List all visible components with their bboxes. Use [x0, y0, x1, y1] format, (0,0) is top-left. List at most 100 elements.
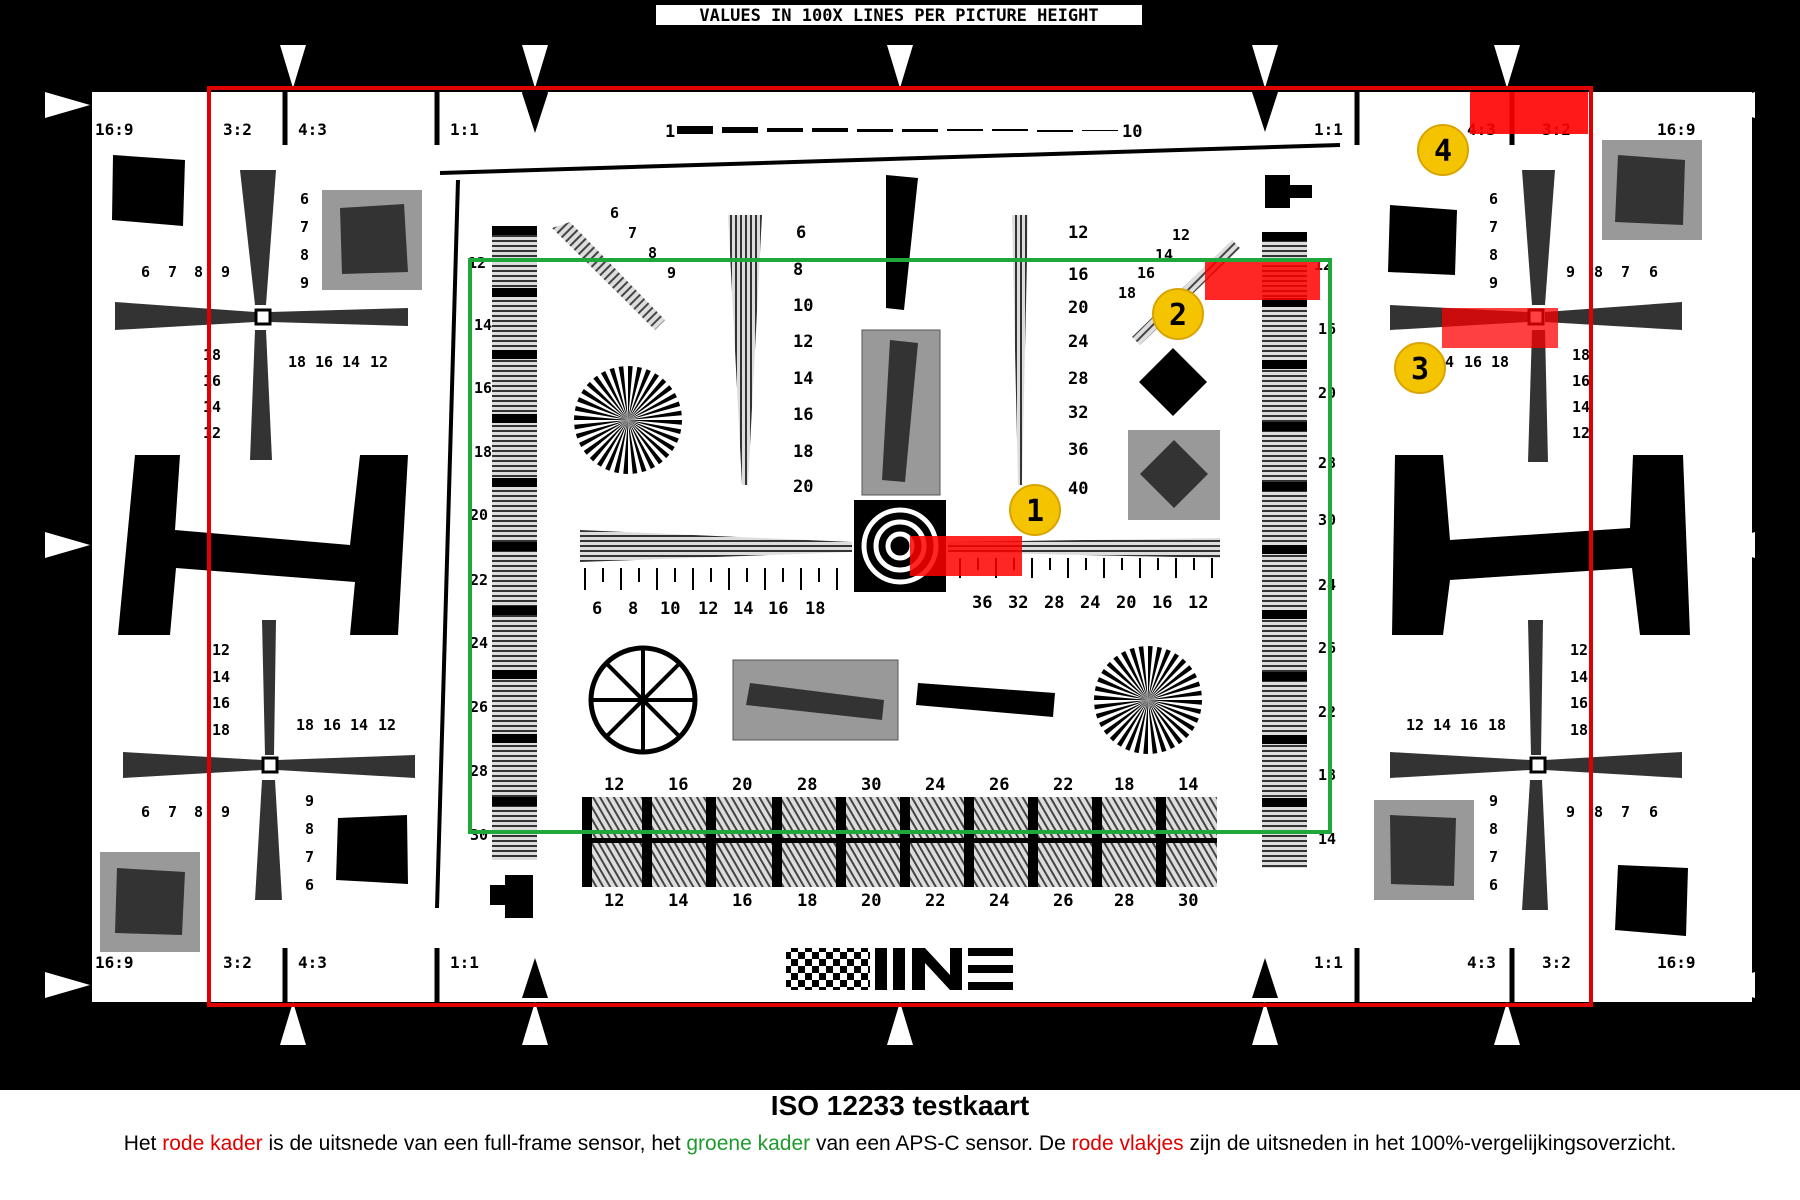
cap-p3: van een APS-C sensor. De — [810, 1132, 1072, 1155]
ctl-h0: 18 — [288, 353, 306, 371]
crop-patch-3 — [1442, 308, 1558, 348]
wl-5: 16 — [793, 405, 813, 425]
cr-4: 20 — [1116, 593, 1136, 613]
slant-line-top — [439, 143, 1341, 175]
label-4-3-br: 4:3 — [1467, 953, 1496, 972]
rb-2: 20 — [1318, 384, 1336, 402]
ctr-v1: 7 — [1489, 218, 1498, 236]
ctl-s1: 7 — [168, 263, 177, 281]
cl-4: 14 — [733, 599, 753, 619]
h-shape-right — [1392, 455, 1690, 635]
left-resolution-bar — [492, 226, 537, 860]
label-3-2-bl: 3:2 — [223, 953, 252, 972]
marker-4-label: 4 — [1434, 134, 1452, 169]
right-top-notch — [1265, 175, 1312, 208]
bb-1: 14 — [668, 891, 688, 911]
edge-markers — [45, 45, 1755, 1045]
bb-3: 18 — [797, 891, 817, 911]
rb-1: 16 — [1318, 320, 1336, 338]
wl-7: 20 — [793, 477, 813, 497]
lb-3: 18 — [474, 443, 492, 461]
star-target-top-left — [574, 366, 682, 474]
caption: ISO 12233 testkaart Het rode kader is de… — [0, 1090, 1800, 1156]
inner-edge-markers — [522, 92, 1278, 998]
crop-patch-2 — [1205, 262, 1320, 300]
right-resolution-bar — [1262, 232, 1307, 868]
dl-0: 6 — [610, 204, 619, 222]
marker-3-label: 3 — [1411, 352, 1429, 387]
center-wedge-left — [580, 530, 852, 562]
cbr-v2: 7 — [1489, 848, 1498, 866]
rb-3: 28 — [1318, 454, 1336, 472]
cl-1: 8 — [628, 599, 638, 619]
cbl-s1: 7 — [168, 803, 177, 821]
ctr-v3: 9 — [1489, 274, 1498, 292]
cbr-v0: 9 — [1489, 792, 1498, 810]
ctr-h1: 16 — [1464, 353, 1482, 371]
iso-12233-chart: VALUES IN 100X LINES PER PICTURE HEIGHT … — [0, 0, 1800, 1090]
ctr-s1: 8 — [1594, 263, 1603, 281]
marker-2-label: 2 — [1169, 298, 1187, 333]
wl-3: 12 — [793, 332, 813, 352]
cbl-v2: 7 — [305, 848, 314, 866]
ctr-v0: 6 — [1489, 190, 1498, 208]
rb-8: 18 — [1318, 766, 1336, 784]
cl-0: 6 — [592, 599, 602, 619]
cbl-h1: 16 — [323, 716, 341, 734]
caption-description: Het rode kader is de uitsnede van een fu… — [0, 1132, 1800, 1156]
bb-4: 20 — [861, 891, 881, 911]
cbr-v1: 8 — [1489, 820, 1498, 838]
cl-3: 12 — [698, 599, 718, 619]
lb-5: 22 — [470, 571, 488, 589]
black-diamond — [1139, 348, 1207, 416]
wl-1: 8 — [793, 260, 803, 280]
marker-1-label: 1 — [1026, 494, 1044, 529]
ctr-r2: 14 — [1572, 398, 1590, 416]
cross-bottom-left — [123, 620, 415, 900]
bt-4: 30 — [861, 775, 881, 795]
cr-0: 36 — [972, 593, 992, 613]
gray-diamond — [1140, 440, 1208, 508]
bt-8: 18 — [1114, 775, 1134, 795]
ine-logo — [875, 948, 1013, 990]
wr-6: 36 — [1068, 440, 1088, 460]
label-4-3-bl: 4:3 — [298, 953, 327, 972]
cbl-h0: 18 — [296, 716, 314, 734]
cl-2: 10 — [660, 599, 680, 619]
bb-9: 30 — [1178, 891, 1198, 911]
center-slant-bar-gray — [882, 340, 918, 482]
ctl-l1: 16 — [203, 372, 221, 390]
marker-2: 2 — [1152, 288, 1204, 340]
label-3-2-br: 3:2 — [1542, 953, 1571, 972]
bt-1: 16 — [668, 775, 688, 795]
cl-6: 18 — [805, 599, 825, 619]
ctl-l3: 12 — [203, 424, 221, 442]
ctl-h2: 14 — [342, 353, 360, 371]
scale-start-label: 1 — [665, 122, 675, 142]
ctr-v2: 8 — [1489, 246, 1498, 264]
dr-2: 16 — [1137, 264, 1155, 282]
banner-box — [656, 5, 1142, 25]
ctr-r1: 16 — [1572, 372, 1590, 390]
cbr-h0: 12 — [1406, 716, 1424, 734]
lb-1: 14 — [474, 316, 492, 334]
ctr-h2: 18 — [1491, 353, 1509, 371]
ctr-s0: 9 — [1566, 263, 1575, 281]
cap-p1: Het — [123, 1132, 163, 1155]
wr-4: 28 — [1068, 369, 1088, 389]
bt-7: 22 — [1053, 775, 1073, 795]
wedge-right — [1012, 215, 1028, 485]
wr-0: 12 — [1068, 223, 1088, 243]
cap-p2: is de uitsnede van een full-frame sensor… — [262, 1132, 687, 1155]
checkerboard-logo — [786, 948, 870, 990]
center-slant-bar-top — [886, 175, 918, 310]
lb-6: 24 — [470, 634, 488, 652]
lb-2: 16 — [474, 379, 492, 397]
cbl-l3: 18 — [212, 721, 230, 739]
cbr-s3: 6 — [1649, 803, 1658, 821]
rb-4: 30 — [1318, 511, 1336, 529]
wl-0: 6 — [796, 223, 806, 243]
marker-3: 3 — [1394, 342, 1446, 394]
cross-bottom-right — [1390, 620, 1682, 910]
crop-patch-4 — [1470, 92, 1588, 134]
